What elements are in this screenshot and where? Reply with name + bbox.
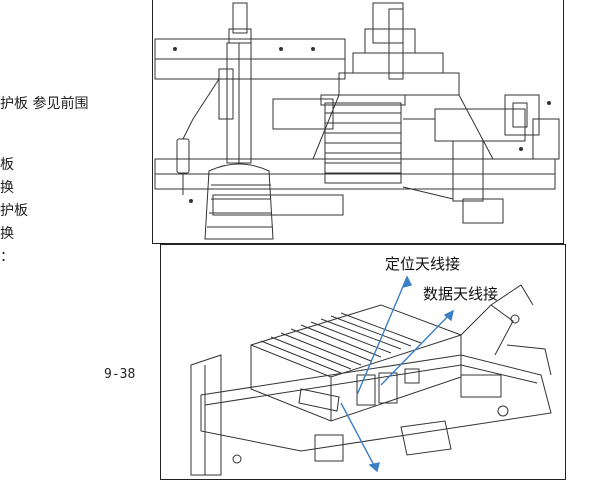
figure-telematics-module: 定位天线接 数据天线接 [160, 244, 566, 480]
text-fragment-replace-1: 换 [0, 180, 14, 196]
callout-data-antenna: 数据天线接 [423, 285, 499, 303]
page-number: 9-38 [104, 367, 136, 382]
text-fragment-colon: ： [0, 249, 14, 265]
text-fragment-replace-2: 换 [0, 226, 14, 242]
left-text-column: 护板 参见前围 板 换 护板 换 ： [0, 0, 150, 478]
text-fragment-guard-plate-see-front: 护板 参见前围 [0, 96, 89, 112]
line-drawing-steering-column [154, 2, 560, 240]
text-fragment-guard-plate: 护板 [0, 203, 28, 219]
callout-positioning-antenna: 定位天线接 [385, 255, 461, 273]
figure-steering-column-bracket [152, 0, 564, 244]
line-drawing-telematics-module [190, 275, 552, 476]
text-fragment-plate: 板 [0, 157, 14, 173]
